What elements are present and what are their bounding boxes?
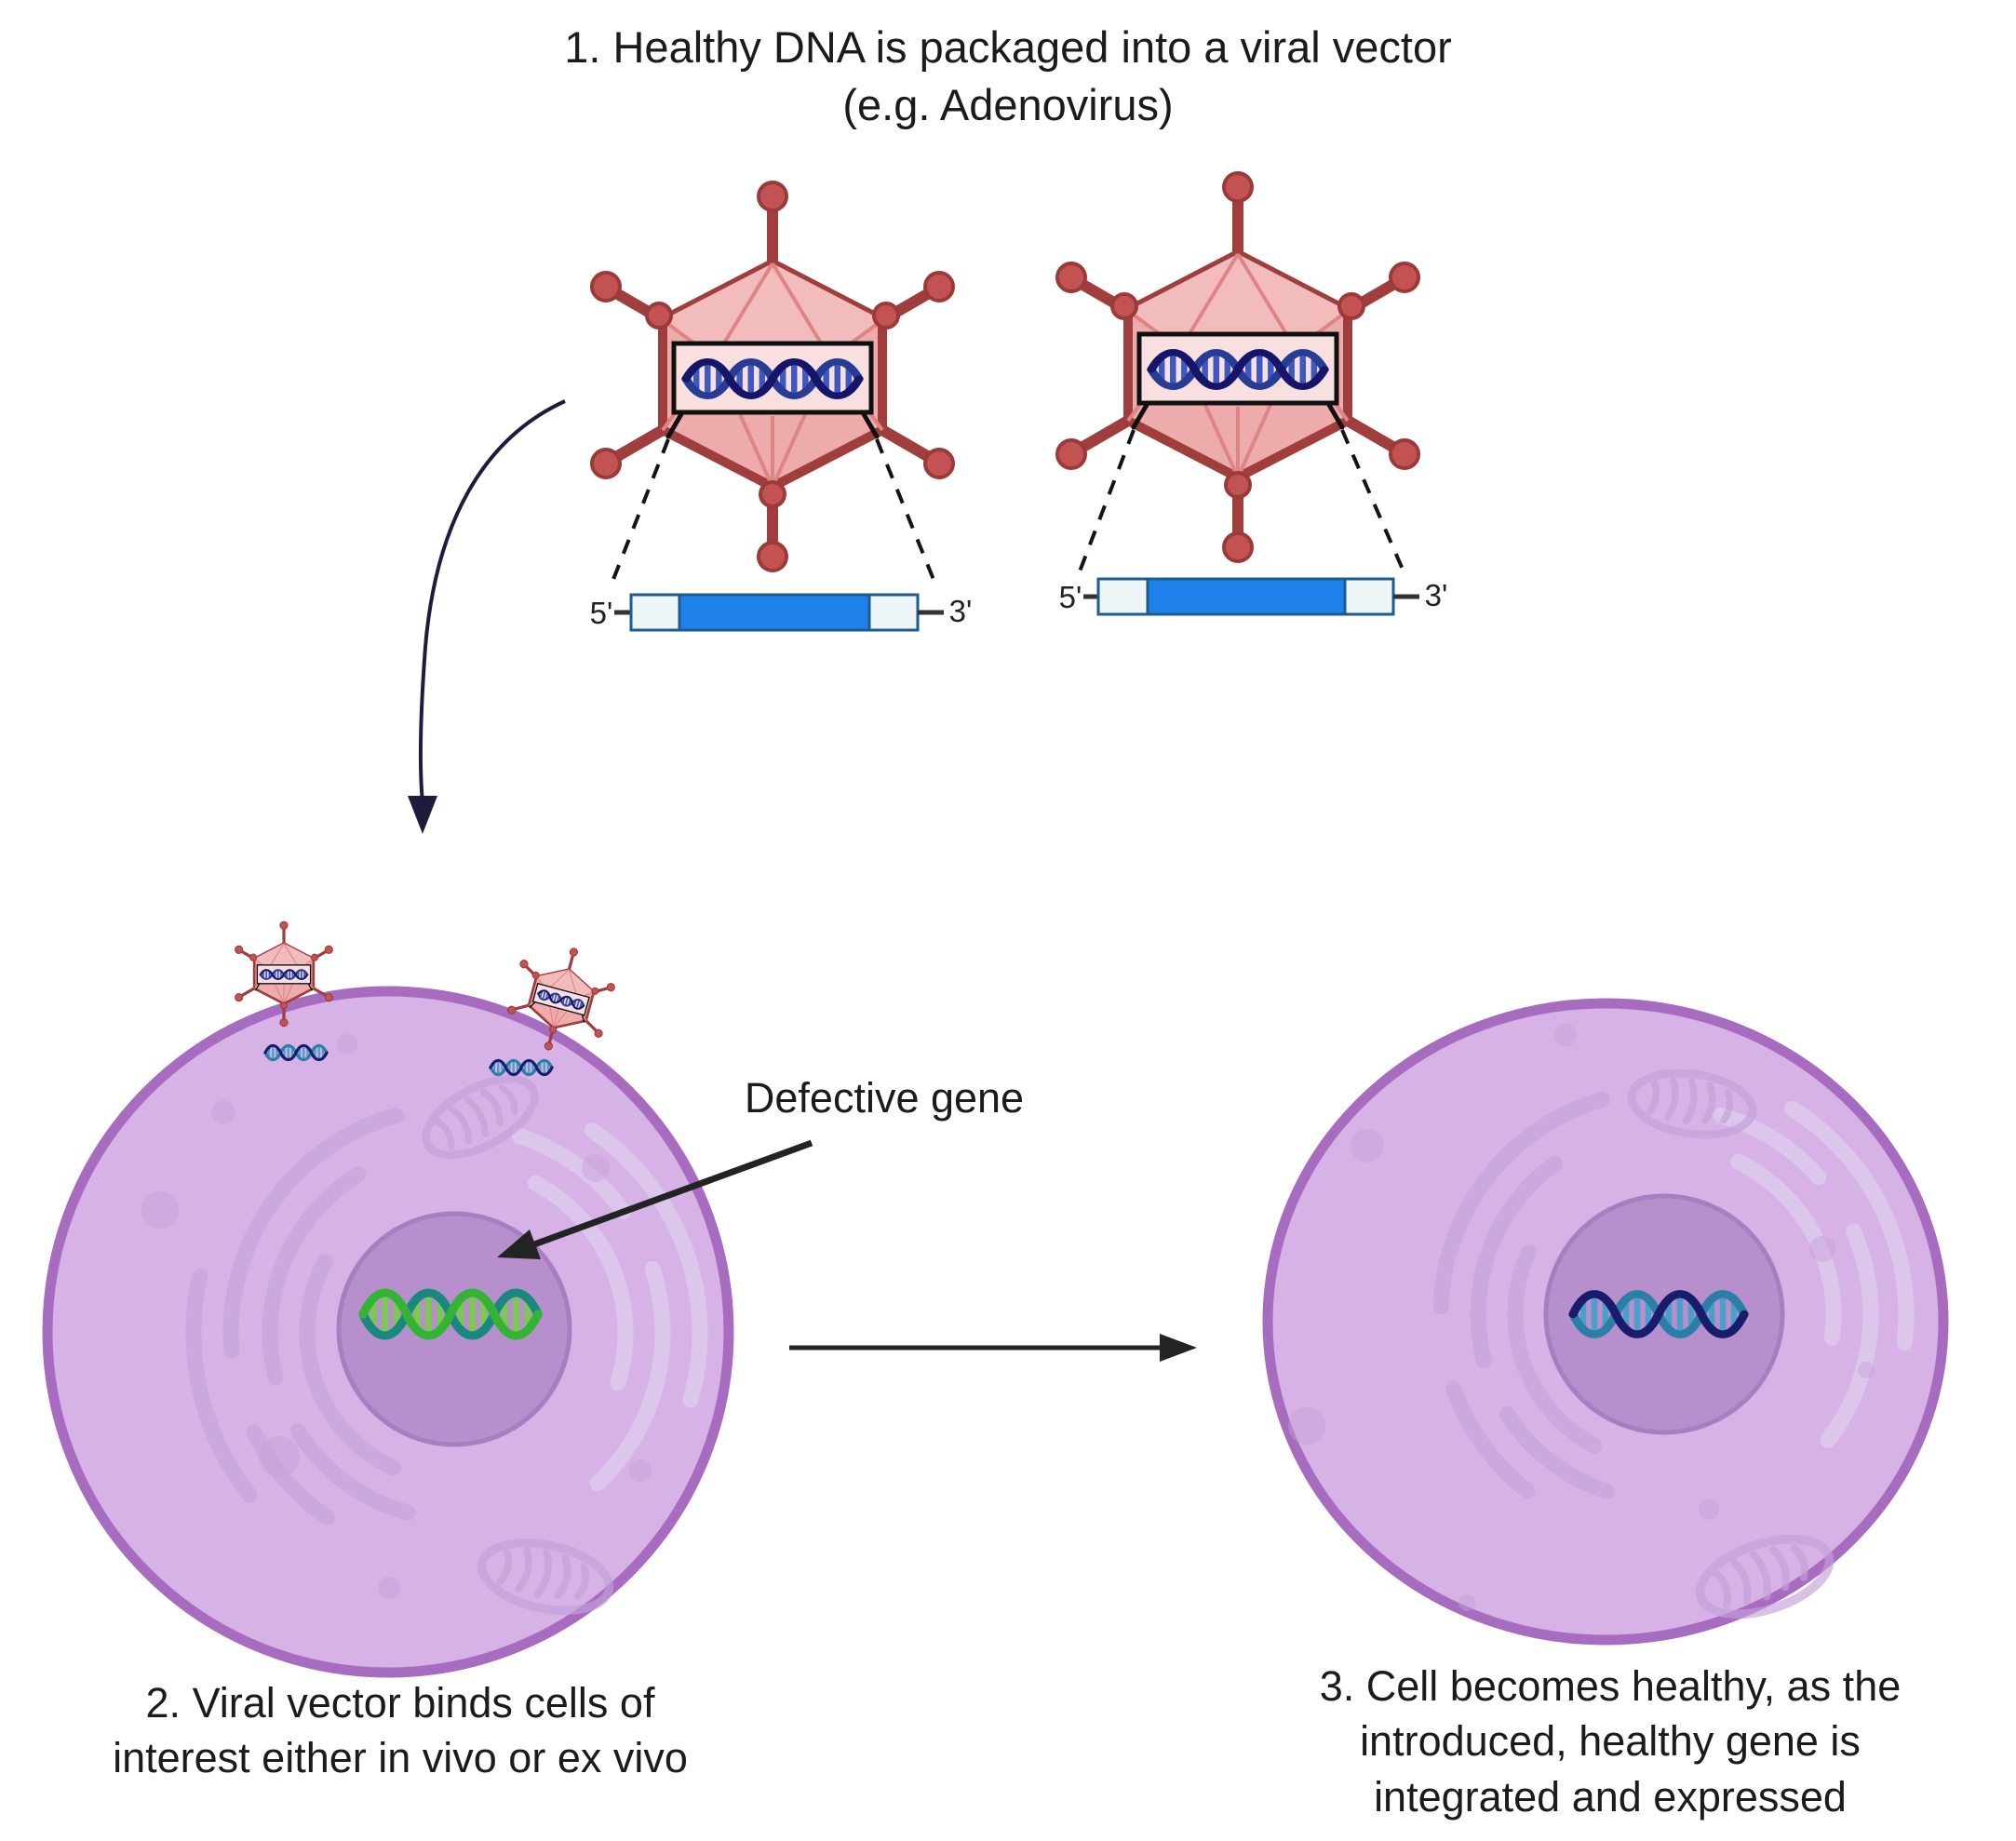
endoplasmic-reticulum-icon [185, 1062, 727, 1604]
nucleus-icon [1543, 1193, 1785, 1435]
three-prime-label: 3' [1425, 578, 1448, 612]
endoplasmic-reticulum-icon [1414, 1064, 1915, 1565]
step1-title-line2: (e.g. Adenovirus) [842, 80, 1174, 130]
step3-caption-line3: integrated and expressed [1374, 1772, 1847, 1821]
adenovirus-vector-2 [1057, 173, 1418, 561]
transition-arrow [789, 1334, 1197, 1362]
five-prime-label: 5' [590, 596, 613, 630]
defective-gene-arrow [497, 1139, 813, 1259]
target-cell [42, 986, 734, 1678]
healthy-cell [1262, 998, 1949, 1646]
dna-construct-left: 5' 3' [590, 593, 973, 632]
step2-caption-line2: interest either in vivo or ex vivo [113, 1734, 688, 1782]
three-prime-label: 3' [949, 594, 973, 628]
vesicles [1288, 1024, 1875, 1611]
step3-caption: 3. Cell becomes healthy, as the introduc… [1261, 1659, 1959, 1824]
step1-title: 1. Healthy DNA is packaged into a viral … [0, 19, 2016, 134]
step3-caption-line1: 3. Cell becomes healthy, as the [1319, 1662, 1902, 1710]
defective-gene-label: Defective gene [707, 1070, 1061, 1125]
step2-caption: 2. Viral vector binds cells of interest … [51, 1675, 749, 1786]
step3-caption-line2: introduced, healthy gene is [1360, 1717, 1861, 1766]
step2-caption-line1: 2. Viral vector binds cells of [145, 1679, 655, 1727]
adenovirus-vector-1 [592, 182, 953, 571]
curved-arrow [408, 399, 566, 834]
dna-construct-right: 5' 3' [1059, 577, 1448, 616]
five-prime-label: 5' [1059, 580, 1082, 614]
vesicles [141, 1034, 652, 1599]
defective-gene-text: Defective gene [744, 1074, 1025, 1122]
step1-title-line1: 1. Healthy DNA is packaged into a viral … [564, 22, 1452, 72]
